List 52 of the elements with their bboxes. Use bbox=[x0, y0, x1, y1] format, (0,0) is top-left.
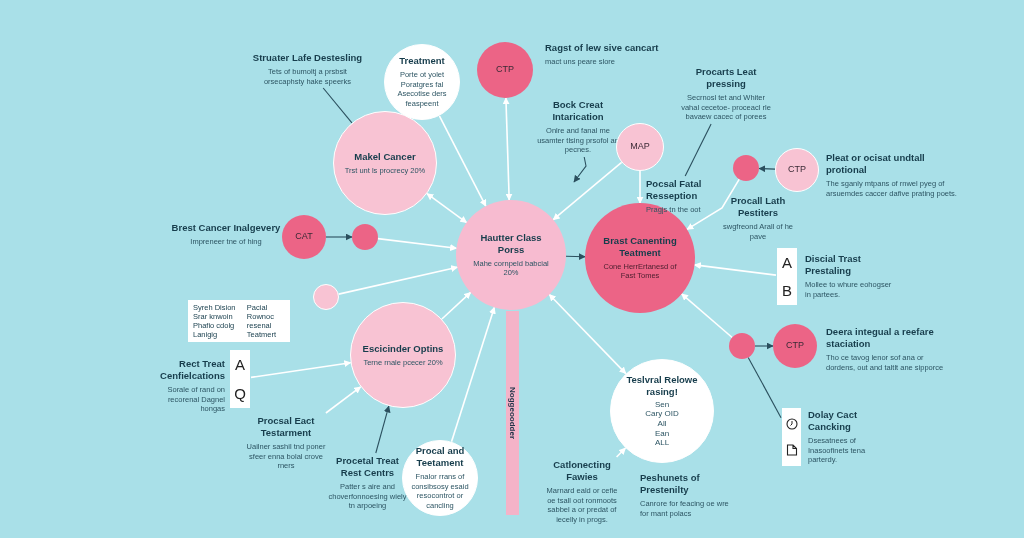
bar-label: Noggeoodder bbox=[508, 387, 517, 439]
circle-heading: Escicinder Optins bbox=[361, 342, 445, 355]
heading: Deera integual a reefare staciation bbox=[826, 326, 935, 350]
letter-label: A bbox=[234, 356, 246, 373]
circle-heading: Teslvral Relowe rasing! bbox=[625, 374, 699, 398]
topic-circle bbox=[773, 324, 817, 368]
circle-label: CTP bbox=[787, 164, 807, 176]
dot-circle bbox=[352, 224, 378, 250]
dot-circle bbox=[313, 284, 339, 310]
vertical-bar bbox=[506, 311, 519, 515]
topic-circle bbox=[282, 215, 326, 259]
circle-text: Cary OID bbox=[644, 409, 680, 420]
circle-label: CAT bbox=[294, 231, 314, 243]
text-card bbox=[188, 300, 290, 342]
letter-card bbox=[230, 350, 250, 408]
heading: Procsal Eact Testarment bbox=[256, 415, 316, 439]
heading: Struater Lafe Destesling bbox=[251, 52, 364, 64]
heading: Procall Lath Pestiters bbox=[729, 195, 787, 219]
dot-circle bbox=[733, 155, 759, 181]
circle-label: MAP bbox=[629, 141, 651, 153]
heading: Peshunets of Prestenilty bbox=[640, 472, 701, 496]
heading: Catlonecting Fawies bbox=[552, 459, 612, 483]
circle-heading: Makel Cancer bbox=[353, 150, 417, 163]
topic-circle bbox=[775, 148, 819, 192]
heading: Ragst of lew sive cancart bbox=[545, 42, 660, 54]
circle-label: CTP bbox=[495, 64, 515, 76]
circle-text: All bbox=[656, 419, 668, 429]
letter-label: B bbox=[781, 282, 793, 300]
letter-label: A bbox=[781, 253, 793, 271]
circle-text: ALL bbox=[653, 438, 671, 448]
heading: Procarts Leat pressing bbox=[694, 66, 758, 90]
icon-card bbox=[782, 408, 801, 466]
circle-heading: Hautter Class Porss bbox=[479, 231, 543, 256]
circle-heading: Brast Canenting Teatment bbox=[602, 234, 678, 259]
heading: Brest Cancer Inalgevery bbox=[170, 222, 282, 234]
topic-circle bbox=[616, 123, 664, 171]
heading: Dolay Cact Cancking bbox=[808, 409, 859, 433]
heading: Discial Trast Prestaling bbox=[805, 253, 862, 277]
heading: Rect Treat Cenfielcations bbox=[159, 358, 225, 382]
circle-label: CTP bbox=[785, 340, 805, 352]
circle-heading: Treatment bbox=[398, 55, 446, 67]
circle-heading: Procal and Teetament bbox=[414, 445, 466, 469]
heading: Bock Creat Intarication bbox=[551, 99, 605, 123]
circle-text: Ean bbox=[653, 428, 671, 439]
heading: Pleat or ocisat undtall protional bbox=[826, 152, 926, 176]
circle-text: Sen bbox=[653, 399, 671, 410]
heading: Procetal Treat Rest Centrs bbox=[335, 455, 400, 479]
topic-circle bbox=[477, 42, 533, 98]
dot-circle bbox=[729, 333, 755, 359]
letter-card bbox=[777, 248, 797, 305]
heading: Pocsal Fatal Resseption bbox=[646, 178, 703, 202]
letter-label: Q bbox=[233, 385, 247, 402]
